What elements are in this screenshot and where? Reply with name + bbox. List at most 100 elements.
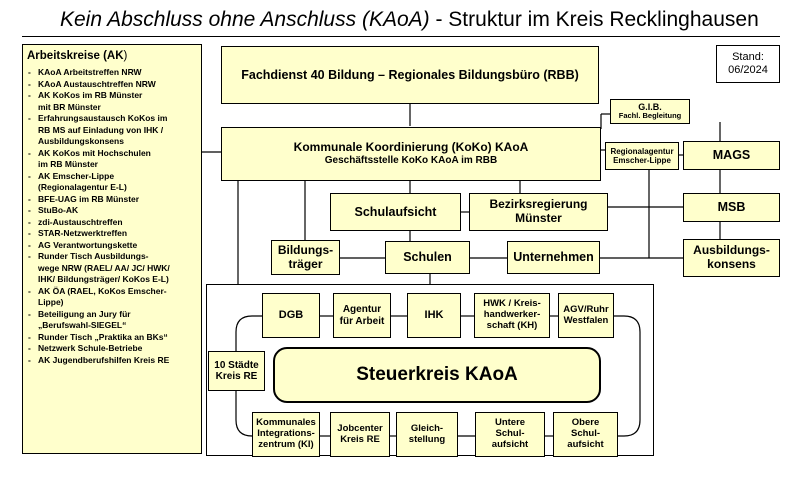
schulaufsicht-box: Schulaufsicht [330,193,461,231]
dgb-box: DGB [262,293,320,338]
arbeitskreis-item-line: AK Jugendberufshilfen Kreis RE [38,354,170,365]
gleichstellung-line1: Gleich- [410,422,444,434]
hwk-box: HWK / Kreis- handwerker- schaft (KH) [474,293,550,338]
arbeitskreis-item: AK Jugendberufshilfen Kreis RE [27,355,197,367]
agv-line2: Westfalen [563,314,609,326]
stand-label: Stand: [732,50,764,63]
agv-box: AGV/Ruhr Westfalen [558,293,614,338]
untere-line1: Untere [494,417,526,429]
arbeitskreis-item-line: Lippe) [38,297,64,307]
staedte-line2: Kreis RE [215,371,258,382]
steuerkreis-label: Steuerkreis KAoA [356,364,518,385]
arbeitskreis-item: AK ÖA (RAEL, KoKos Emscher-Lippe) [27,286,197,309]
hwk-line1: HWK / Kreis- [483,298,541,310]
arbeitskreis-item-line: Beteiligung an Jury für [38,308,131,319]
obere-line3: aufsicht [567,438,604,450]
arbeitskreis-item: KAoA Austauschtreffen NRW [27,79,197,91]
arbeitskreis-item-line: AK Emscher-Lippe [38,170,115,181]
arbeitskreis-item-line: Ausbildungskonsens [38,136,124,146]
mags-box: MAGS [683,141,780,170]
arbeitskreise-box: Arbeitskreise (AK) KAoA Arbeitstreffen N… [22,44,202,454]
regionalagentur-line2: Emscher-Lippe [613,156,671,165]
arbeitskreis-item-line: AG Verantwortungskette [38,239,138,250]
arbeitskreis-item: AG Verantwortungskette [27,240,197,252]
arbeitskreise-title: Arbeitskreise (AK) [27,49,197,64]
arbeitskreis-item-line: StuBo-AK [38,205,79,215]
arbeitskreise-list: KAoA Arbeitstreffen NRWKAoA Austauschtre… [27,67,197,366]
arbeitskreis-item: Runder Tisch Ausbildungs-wege NRW (RAEL/… [27,251,197,286]
jobcenter-line2: Kreis RE [340,433,380,445]
schulaufsicht-label: Schulaufsicht [354,204,437,219]
ausbildungskonsens-box: Ausbildungs- konsens [683,239,780,277]
title-rest: - Struktur im Kreis Recklinghausen [429,8,759,31]
arbeitskreis-item-line: Netzwerk Schule-Betriebe [38,343,143,353]
agentur-line2: für Arbeit [339,315,385,327]
ihk-box: IHK [407,293,461,338]
ihk-label: IHK [424,309,444,322]
ki-box: Kommunales Integrations- zentrum (KI) [252,412,320,457]
koko-title: Kommunale Koordinierung (KoKo) KAoA [293,140,529,155]
arbeitskreis-item-line: AK ÖA (RAEL, KoKos Emscher- [38,285,167,296]
arbeitskreis-item-line: AK KoKos im RB Münster [38,90,143,100]
arbeitskreis-item-line: STAR-Netzwerktreffen [38,228,128,238]
ki-line2: Integrations- [257,428,315,440]
title-divider [22,36,780,37]
jobcenter-box: Jobcenter Kreis RE [330,412,390,457]
ki-line3: zentrum (KI) [258,438,314,450]
untere-line3: aufsicht [491,438,529,450]
gib-subtitle: Fachl. Begleitung [618,111,682,121]
gib-box: G.I.B. Fachl. Begleitung [610,99,690,124]
koko-subtitle: Geschäftsstelle KoKo KAoA im RBB [324,155,498,167]
staedte-box: 10 Städte Kreis RE [208,351,265,391]
arbeitskreis-item: BFE-UAG im RB Münster [27,194,197,206]
staedte-line1: 10 Städte [214,359,259,371]
arbeitskreis-item: Beteiligung an Jury für„Berufswahl-SIEGE… [27,309,197,332]
arbeitskreise-title-main: Arbeitskreise (AK [27,50,124,62]
arbeitskreis-item-line: „Berufswahl-SIEGEL“ [38,320,127,330]
stand-date: 06/2024 [728,64,768,76]
koko-box: Kommunale Koordinierung (KoKo) KAoA Gesc… [221,127,601,181]
ausbildungskonsens-line2: konsens [707,257,756,271]
arbeitskreis-item-line: zdi-Austauschtreffen [38,216,123,227]
bezirksregierung-line1: Bezirksregierung [489,197,588,212]
arbeitskreis-item: Runder Tisch „Praktika an BKs“ [27,332,197,344]
ki-line1: Kommunales [256,417,316,429]
bezirksregierung-box: Bezirksregierung Münster [469,193,608,231]
dgb-label: DGB [278,309,304,322]
agv-line1: AGV/Ruhr [563,303,609,315]
arbeitskreis-item-line: Erfahrungsaustausch KoKos im [38,113,168,123]
schulen-box: Schulen [385,241,470,274]
arbeitskreis-item-line: mit BR Münster [38,101,101,112]
arbeitskreis-item-line: Runder Tisch Ausbildungs- [38,251,149,261]
arbeitskreis-item-line: im RB Münster [38,159,98,169]
unternehmen-label: Unternehmen [513,250,594,265]
agentur-box: Agentur für Arbeit [333,293,391,338]
steuerkreis-box: Steuerkreis KAoA [273,347,601,403]
ausbildungskonsens-line1: Ausbildungs- [693,243,770,258]
arbeitskreis-item-line: BFE-UAG im RB Münster [38,193,140,204]
arbeitskreis-item: AK Emscher-Lippe(Regionalagentur E-L) [27,171,197,194]
gib-title: G.I.B. [638,101,662,112]
unternehmen-box: Unternehmen [507,241,600,274]
obere-schulaufsicht-box: Obere Schul- aufsicht [553,412,618,457]
schulen-label: Schulen [403,250,452,265]
msb-box: MSB [683,193,780,222]
arbeitskreis-item-line: (Regionalagentur E-L) [38,182,127,192]
bildungstraeger-line1: Bildungs- [277,242,334,257]
arbeitskreis-item: zdi-Austauschtreffen [27,217,197,229]
bezirksregierung-line2: Münster [515,211,562,225]
regionalagentur-box: Regionalagentur Emscher-Lippe [605,142,679,170]
hwk-line2: handwerker- [483,309,541,321]
untere-line2: Schul- [495,428,525,440]
page-title: Kein Abschluss ohne Anschluss (KAoA) - S… [60,8,780,32]
obere-line2: Schul- [570,428,601,440]
arbeitskreis-item: Netzwerk Schule-Betriebe [27,343,197,355]
rbb-box: Fachdienst 40 Bildung – Regionales Bildu… [221,46,599,104]
arbeitskreis-item: KAoA Arbeitstreffen NRW [27,67,197,79]
agentur-line1: Agentur [342,304,382,315]
mags-label: MAGS [712,148,751,163]
